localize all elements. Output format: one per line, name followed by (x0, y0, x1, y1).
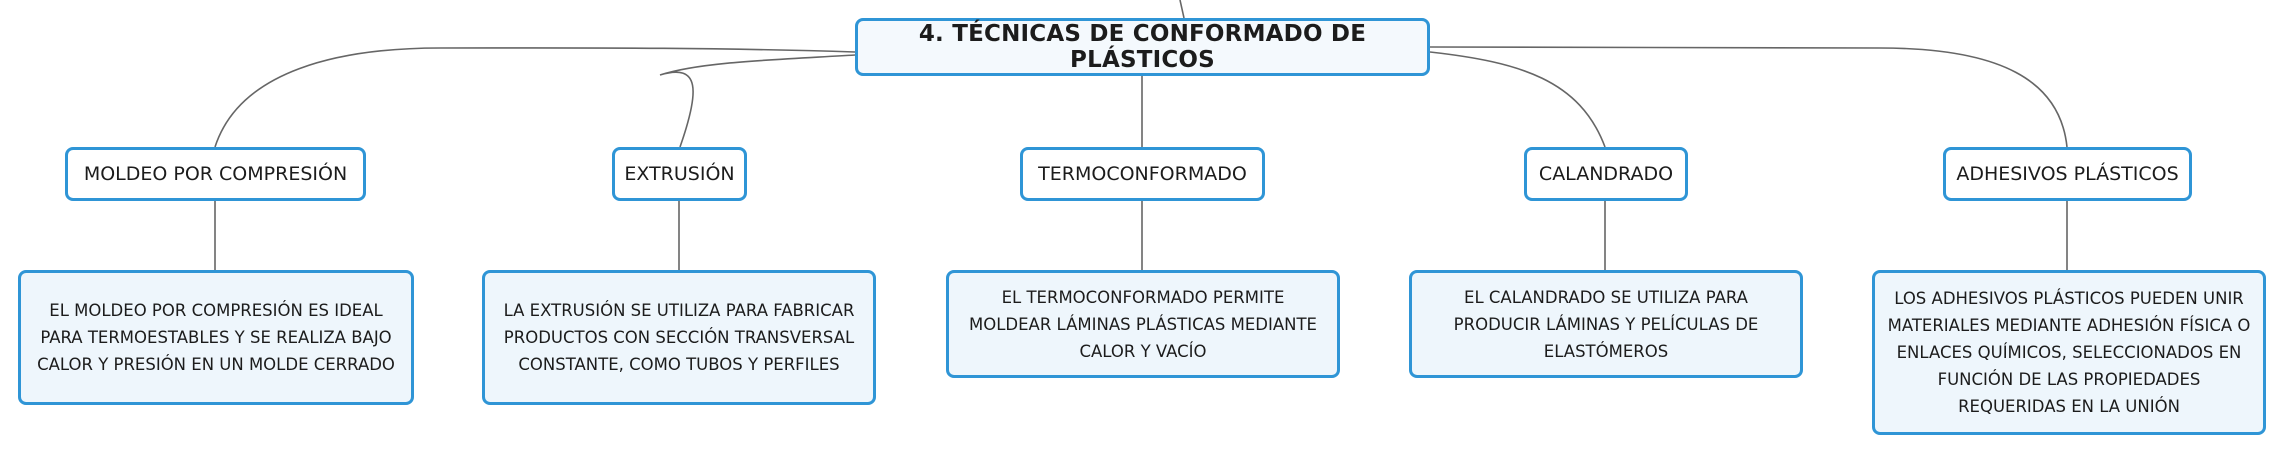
detail-extrusion[interactable]: LA EXTRUSIÓN SE UTILIZA PARA FABRICAR PR… (482, 270, 876, 405)
detail-adhesivos-plasticos[interactable]: LOS ADHESIVOS PLÁSTICOS PUEDEN UNIR MATE… (1872, 270, 2266, 435)
topic-termoconformado[interactable]: TERMOCONFORMADO (1020, 147, 1265, 201)
central-topic[interactable]: 4. TÉCNICAS DE CONFORMADO DE PLÁSTICOS (855, 18, 1430, 76)
connector-root-adhesivos (1429, 46, 2068, 148)
topic-moldeo-por-compresion[interactable]: MOLDEO POR COMPRESIÓN (65, 147, 366, 201)
detail-moldeo-por-compresion[interactable]: EL MOLDEO POR COMPRESIÓN ES IDEAL PARA T… (18, 270, 414, 405)
connector-root-calandrado (1429, 51, 1606, 148)
topic-extrusion[interactable]: EXTRUSIÓN (612, 147, 747, 201)
connector-root-extrusion (659, 54, 856, 148)
connector-parent (1179, 0, 1185, 19)
connector-root-moldeo (214, 47, 856, 148)
detail-termoconformado[interactable]: EL TERMOCONFORMADO PERMITE MOLDEAR LÁMIN… (946, 270, 1340, 378)
topic-calandrado[interactable]: CALANDRADO (1524, 147, 1688, 201)
detail-calandrado[interactable]: EL CALANDRADO SE UTILIZA PARA PRODUCIR L… (1409, 270, 1803, 378)
topic-adhesivos-plasticos[interactable]: ADHESIVOS PLÁSTICOS (1943, 147, 2192, 201)
